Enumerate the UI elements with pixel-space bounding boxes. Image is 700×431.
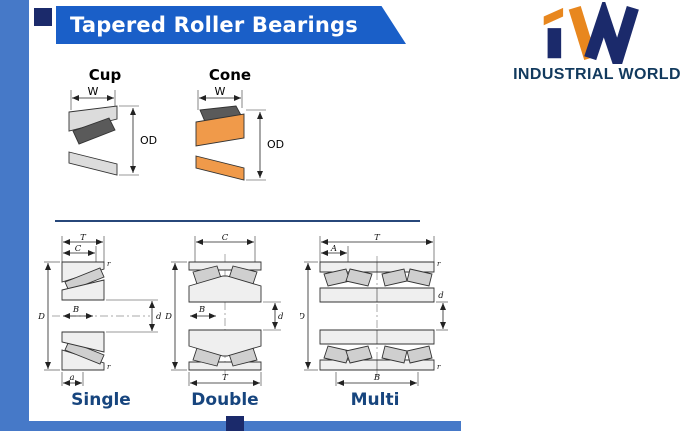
single-row-diagram: T C D d B a <box>37 233 162 386</box>
multi-dim-D: D <box>300 312 305 322</box>
single-dim-D: D <box>37 312 45 322</box>
multi-dimension-lines: T A <box>319 233 435 262</box>
cup-outer-ring-lower <box>68 151 118 176</box>
type-label-single: Single <box>71 390 131 410</box>
type-label-multi: Multi <box>350 390 400 410</box>
double-dim-d: d <box>278 312 284 322</box>
double-dim-B: B <box>198 305 205 315</box>
section-divider <box>55 220 420 222</box>
multi-dim-T: T <box>374 233 381 243</box>
cup-diagram: W OD <box>68 85 157 176</box>
single-dim-T: T <box>80 233 87 243</box>
single-dim-r1: r <box>107 260 111 268</box>
header-accent-square <box>34 8 52 26</box>
cone-inner-ring-lower <box>195 155 245 181</box>
multi-dim-B: B <box>373 373 380 383</box>
single-dim-C: C <box>75 244 82 254</box>
cup-od-dimension: OD <box>119 105 157 176</box>
double-dim-D: D <box>165 312 172 322</box>
title-banner: Tapered Roller Bearings <box>56 6 406 44</box>
multi-section <box>319 256 435 376</box>
brand-name: INDUSTRIAL WORLD <box>513 66 681 83</box>
cone-od-dimension: OD <box>246 109 284 181</box>
single-dim-a: a <box>69 373 74 383</box>
type-label-double: Double <box>191 390 259 410</box>
cup-dim-w: W <box>88 85 99 98</box>
double-dim-C: C <box>222 233 229 243</box>
single-dimension-lines-2: D d B a r r <box>37 260 162 386</box>
brand-mark-icon <box>543 2 639 64</box>
page-title: Tapered Roller Bearings <box>70 13 358 37</box>
cone-dim-od: OD <box>267 138 284 151</box>
double-row-diagram: C D d B T <box>165 233 284 386</box>
brand-logo: INDUSTRIAL WORLD <box>496 2 698 84</box>
single-dim-B: B <box>72 305 79 315</box>
cup-width-dimension: W <box>70 85 116 110</box>
double-dimension-lines: C <box>194 233 256 262</box>
cone-inner-ring <box>195 113 245 147</box>
single-dim-r2: r <box>107 363 111 371</box>
multi-dim-A: A <box>330 244 337 254</box>
cone-diagram: W OD <box>195 85 284 181</box>
multi-dim-r2: r <box>437 363 441 371</box>
multi-row-diagram: T A D <box>300 233 448 386</box>
cup-outer-ring <box>68 105 118 132</box>
bottom-accent-bar <box>29 421 461 431</box>
cone-label: Cone <box>208 66 252 84</box>
bottom-accent-square <box>226 416 244 431</box>
cone-dim-w: W <box>215 85 226 98</box>
single-section <box>52 261 150 371</box>
single-dim-d: d <box>156 312 162 322</box>
double-dim-T: T <box>222 373 229 383</box>
multi-dimension-lines-2: D d r r B <box>300 260 448 386</box>
single-dimension-lines: T C <box>61 233 105 262</box>
cup-dim-od: OD <box>140 134 157 147</box>
cone-width-dimension: W <box>197 85 243 110</box>
cup-roller <box>72 117 116 145</box>
cup-label: Cup <box>88 66 122 84</box>
multi-dim-r1: r <box>437 260 441 268</box>
left-accent-bar <box>0 0 29 431</box>
double-section <box>188 254 262 378</box>
double-dimension-lines-2: D d B T <box>165 261 284 386</box>
multi-dim-d: d <box>438 291 444 301</box>
